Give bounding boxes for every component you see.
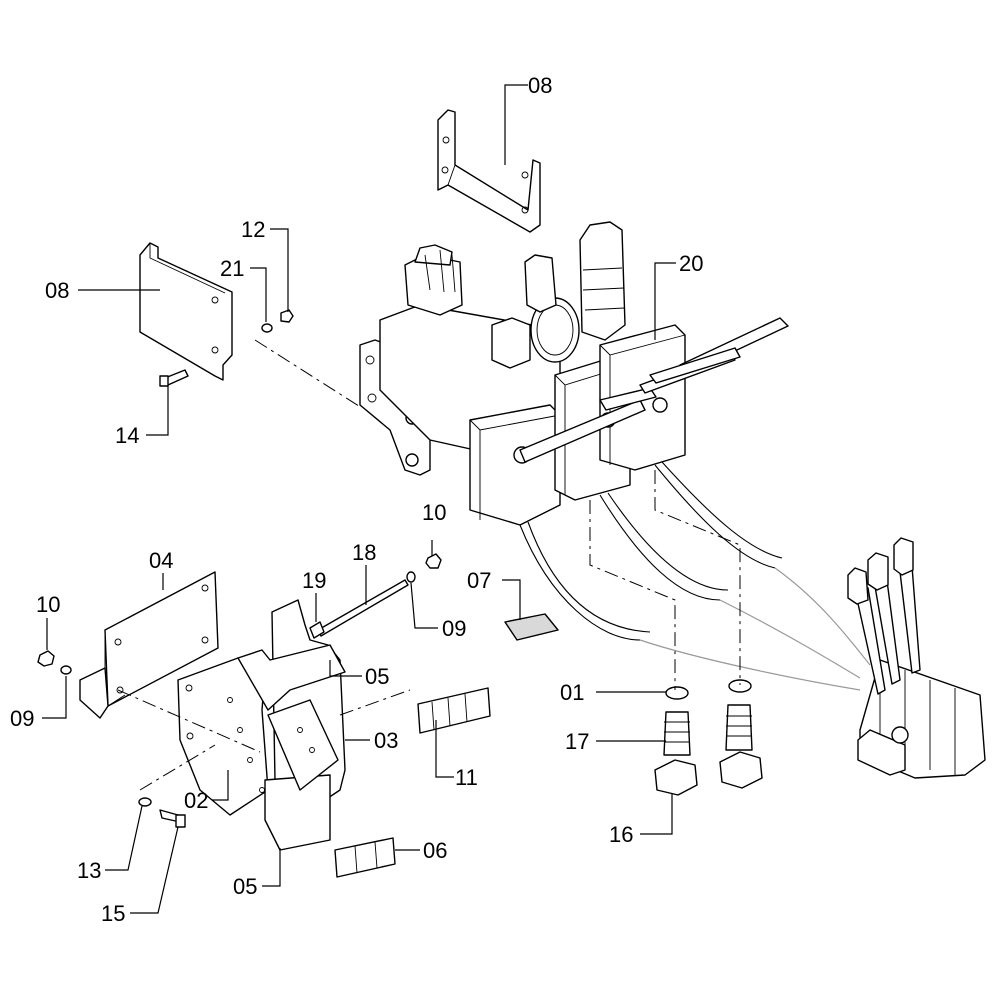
callout-01: 01 xyxy=(560,680,584,705)
callout-07: 07 xyxy=(467,568,491,593)
callout-08-top: 08 xyxy=(528,73,552,98)
callout-21: 21 xyxy=(220,256,244,281)
callout-12: 12 xyxy=(241,217,265,242)
callout-02: 02 xyxy=(184,788,208,813)
callout-08-left: 08 xyxy=(45,278,69,303)
callout-18: 18 xyxy=(352,540,376,565)
callout-16: 16 xyxy=(609,822,633,847)
bracket-08-top xyxy=(437,109,541,233)
callout-15: 15 xyxy=(101,901,125,926)
callout-06: 06 xyxy=(423,838,447,863)
callout-13: 13 xyxy=(77,858,101,883)
decal-06 xyxy=(334,837,396,878)
callout-11: 11 xyxy=(455,765,478,790)
callout-17: 17 xyxy=(565,729,589,754)
leader-lines xyxy=(42,84,676,914)
pin-18-spacer-19 xyxy=(309,553,442,639)
bracket-08-left xyxy=(139,242,233,381)
callout-04: 04 xyxy=(149,548,173,573)
mount-bracket-02-03 xyxy=(177,599,346,851)
decal-11 xyxy=(417,687,491,734)
decal-07 xyxy=(504,613,559,641)
nut-10-washer-09-left xyxy=(37,650,72,675)
callout-10-right: 10 xyxy=(422,500,446,525)
callout-14: 14 xyxy=(115,423,139,448)
bolt-15-washer-13 xyxy=(138,797,186,828)
callout-03: 03 xyxy=(374,728,398,753)
valve-block-20 xyxy=(359,221,789,526)
callout-05-bottom: 05 xyxy=(233,874,257,899)
plate-04 xyxy=(79,571,219,719)
control-lever-unit xyxy=(847,537,986,779)
cable-end-parts xyxy=(654,679,763,796)
assembly-centerlines xyxy=(117,339,741,791)
callout-labels: 08 08 12 21 14 20 10 18 04 19 10 09 07 0… xyxy=(10,73,703,926)
callout-05-top: 05 xyxy=(365,664,389,689)
callout-09-right: 09 xyxy=(442,616,466,641)
callout-09-left: 09 xyxy=(10,706,34,731)
bolt-14 xyxy=(159,369,189,387)
washer-21-nut-12 xyxy=(261,309,294,333)
callout-19: 19 xyxy=(302,568,326,593)
callout-20: 20 xyxy=(679,251,703,276)
callout-10-left: 10 xyxy=(36,592,60,617)
control-cables xyxy=(519,461,871,691)
